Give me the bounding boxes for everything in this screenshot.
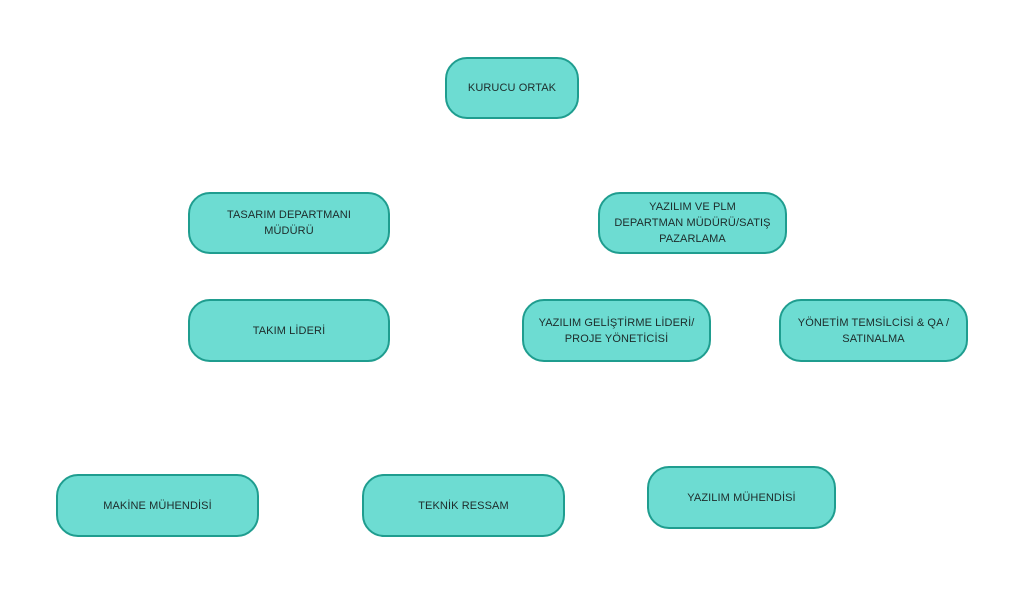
node-yonetim-temsilcisi[interactable]: YÖNETİM TEMSİLCİSİ & QA / SATINALMA (779, 299, 968, 362)
node-label: TEKNİK RESSAM (418, 499, 509, 512)
node-label: KURUCU ORTAK (467, 82, 557, 94)
node-label: YÖNETİM TEMSİLCİSİ & QA / SATINALMA (797, 316, 950, 345)
node-label: MAKİNE MÜHENDİSİ (103, 499, 212, 512)
node-yazilim-muhendisi[interactable]: YAZILIM MÜHENDİSİ (647, 466, 836, 529)
node-label: TASARIM DEPARTMANI MÜDÜRÜ (226, 209, 352, 237)
node-teknik-ressam[interactable]: TEKNİK RESSAM (362, 474, 565, 537)
node-takim-lideri[interactable]: TAKIM LİDERİ (188, 299, 390, 362)
node-label: YAZILIM GELİŞTİRME LİDERİ/ PROJE YÖNETİC… (538, 316, 695, 345)
node-tasarim-departmani-muduru[interactable]: TASARIM DEPARTMANI MÜDÜRÜ (188, 192, 390, 254)
node-label: TAKIM LİDERİ (252, 324, 326, 337)
node-yazilim-plm-departman-muduru[interactable]: YAZILIM VE PLM DEPARTMAN MÜDÜRÜ/SATIŞ PA… (598, 192, 787, 254)
node-kurucu-ortak[interactable]: KURUCU ORTAK (445, 57, 579, 119)
node-label: YAZILIM MÜHENDİSİ (687, 491, 796, 504)
node-makine-muhendisi[interactable]: MAKİNE MÜHENDİSİ (56, 474, 259, 537)
node-yazilim-gelistirme-lideri[interactable]: YAZILIM GELİŞTİRME LİDERİ/ PROJE YÖNETİC… (522, 299, 711, 362)
node-label: YAZILIM VE PLM DEPARTMAN MÜDÜRÜ/SATIŞ PA… (614, 201, 771, 245)
